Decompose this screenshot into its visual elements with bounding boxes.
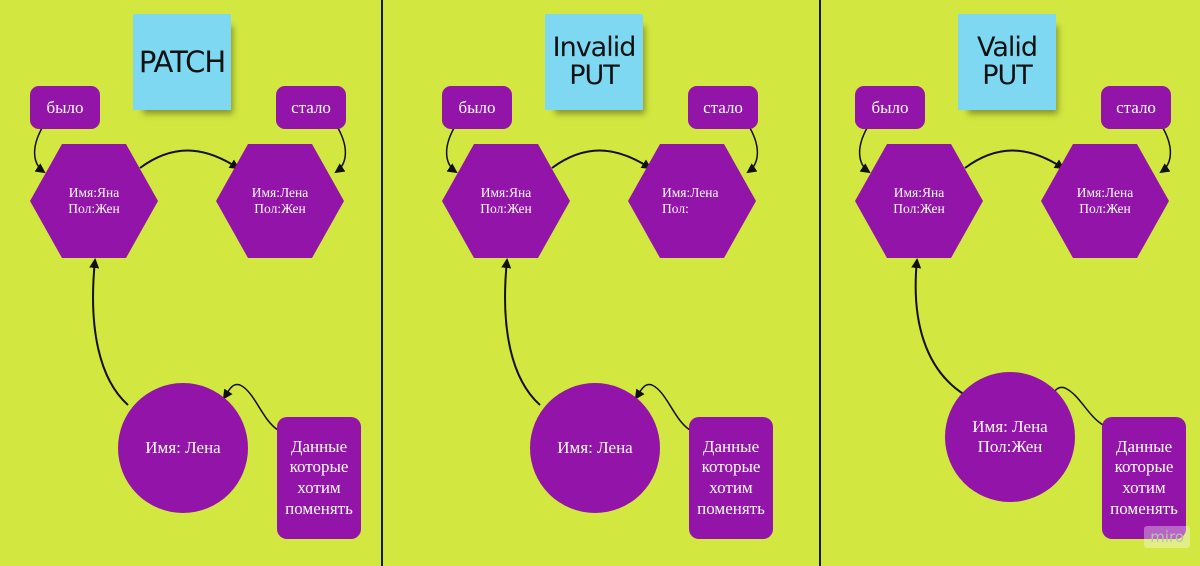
arrow-before-label xyxy=(445,127,458,174)
arrow-before-to-after xyxy=(551,149,652,170)
note-line: Данные xyxy=(1115,436,1173,456)
hex-line: Имя:Яна xyxy=(480,184,532,200)
arrow-after-label xyxy=(746,127,759,174)
before-label: было xyxy=(855,86,925,129)
note-line: Данные xyxy=(702,436,760,456)
hex-line: Имя:Яна xyxy=(893,184,945,200)
hex-line: Имя:Лена xyxy=(1076,184,1134,200)
before-label: было xyxy=(30,86,100,129)
title-line: PUT xyxy=(569,60,620,91)
note-line: хотим xyxy=(1122,478,1166,497)
request-data-circle: Имя: Лена xyxy=(118,383,248,513)
arrow-before-label xyxy=(858,127,871,174)
connector-arrows xyxy=(33,127,347,431)
arrow-before-label xyxy=(33,127,46,174)
hex-line: Имя:Лена xyxy=(662,184,719,200)
hex-line: Пол:Жен xyxy=(1079,201,1131,216)
arrow-before-to-after xyxy=(964,149,1065,170)
hex-line: Пол:Жен xyxy=(480,201,532,216)
hex-line: Пол: xyxy=(662,201,689,216)
arrow-after-label xyxy=(1159,127,1172,174)
arrow-circle-to-before xyxy=(501,258,541,406)
circle-line: Пол:Жен xyxy=(977,437,1043,456)
request-note: Данные которые хотим поменять xyxy=(1102,417,1186,539)
arrow-circle-to-before xyxy=(89,258,129,406)
hex-line: Пол:Жен xyxy=(254,201,306,216)
note-line: которые xyxy=(289,457,349,477)
arrow-circle-to-before xyxy=(911,258,966,396)
sticky-title: PATCH xyxy=(133,14,231,110)
connector-arrows xyxy=(445,127,759,431)
after-label: стало xyxy=(688,86,758,129)
note-line: которые xyxy=(1114,457,1174,477)
arrow-before-to-after xyxy=(139,149,240,170)
note-line: поменять xyxy=(1110,498,1178,518)
circle-line: Имя: Лена xyxy=(145,437,221,457)
note-line: Данные xyxy=(290,436,348,456)
note-line: поменять xyxy=(697,498,765,518)
title-line: Invalid xyxy=(552,31,637,63)
note-line: хотим xyxy=(709,478,753,497)
hex-line: Имя:Лена xyxy=(251,184,309,200)
request-data-circle: Имя: Лена xyxy=(530,383,660,513)
circle-line: Имя: Лена xyxy=(557,437,633,457)
after-label: стало xyxy=(276,86,346,129)
title-line: PATCH xyxy=(138,44,226,79)
sticky-title: Invalid PUT xyxy=(545,14,643,110)
arrow-after-label xyxy=(334,127,347,174)
miro-watermark: miro xyxy=(1144,526,1190,548)
after-label: стало xyxy=(1101,86,1171,129)
after-state-hexagon: Имя:Лена Пол:Жен xyxy=(1041,144,1169,258)
panel-valid-put: Valid PUT было стало Имя:Яна Пол:Жен Имя… xyxy=(825,0,1200,566)
request-note: Данные которые хотим поменять xyxy=(277,417,361,539)
note-line: хотим xyxy=(297,478,341,497)
panel-divider xyxy=(381,0,383,566)
request-data-circle: Имя: Лена Пол:Жен xyxy=(945,372,1075,502)
panel-invalid-put: Invalid PUT было стало Имя:Яна Пол:Жен И… xyxy=(412,0,812,566)
arrow-note-to-circle xyxy=(634,383,691,431)
request-note: Данные которые хотим поменять xyxy=(689,417,773,539)
hex-line: Имя:Яна xyxy=(68,184,120,200)
note-line: которые xyxy=(701,457,761,477)
circle-line: Имя: Лена xyxy=(972,416,1048,436)
title-line: PUT xyxy=(982,60,1033,91)
before-label: было xyxy=(442,86,512,129)
panel-divider xyxy=(819,0,821,566)
sticky-title: Valid PUT xyxy=(958,14,1056,110)
arrow-note-to-circle xyxy=(222,383,279,431)
hex-line: Пол:Жен xyxy=(68,201,120,216)
title-line: Valid xyxy=(976,31,1038,63)
panel-patch: PATCH было стало Имя:Яна Пол:Жен Имя:Лен… xyxy=(0,0,400,566)
note-line: поменять xyxy=(285,498,353,518)
hex-line: Пол:Жен xyxy=(893,201,945,216)
